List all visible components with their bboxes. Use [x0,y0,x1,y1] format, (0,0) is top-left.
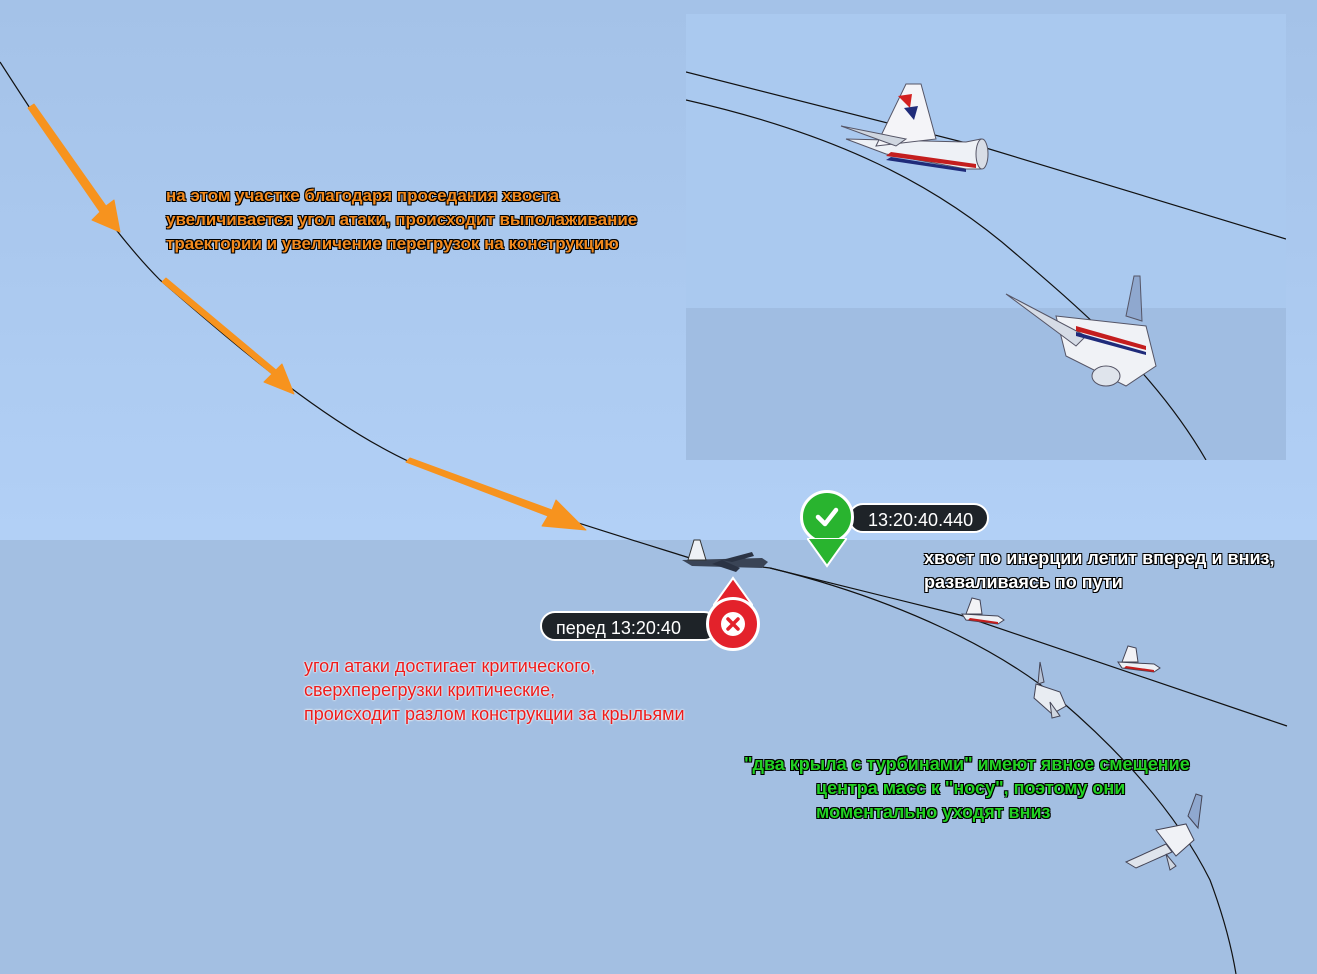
tail-fragment-icon-2 [1117,645,1161,673]
inset-panel [686,14,1286,460]
caption-orange-line-1: на этом участке благодаря проседания хво… [166,186,560,205]
airplane-breakup-icon [682,539,768,572]
caption-orange-line-3: траектории и увеличение перегрузок на ко… [166,234,619,253]
success-marker-pin [807,538,847,568]
time-label-success: 13:20:40.440 [848,503,990,533]
caption-white: хвост по инерции летит вперед и вниз, ра… [924,546,1275,594]
caption-red: угол атаки достигает критического, сверх… [304,654,685,726]
caption-white-line-1: хвост по инерции летит вперед и вниз, [924,548,1275,568]
caption-green: "два крыла с турбинами" имеют явное смещ… [744,752,1190,824]
caption-green-line-2: центра масс к "носу", поэтому они [816,778,1126,798]
caption-white-line-2: разваливаясь по пути [924,572,1123,592]
orange-arrow-1 [27,103,121,233]
caption-orange: на этом участке благодаря проседания хво… [166,184,637,256]
caption-green-line-1: "два крыла с турбинами" имеют явное смещ… [744,754,1190,774]
x-icon [721,612,745,636]
wing-fragment-icon-2 [1124,793,1203,871]
wing-fragment-icon-1 [1033,661,1067,719]
error-marker [706,597,760,651]
caption-red-line-3: происходит разлом конструкции за крыльям… [304,704,685,724]
check-icon [815,507,839,527]
time-label-before: перед 13:20:40 [540,611,719,641]
caption-green-line-3: моментально уходят вниз [816,802,1051,822]
wing-fall-trajectory [769,567,1237,974]
caption-orange-line-2: увеличивается угол атаки, происходит вып… [166,210,638,229]
tail-fragment-icon-1 [961,597,1005,625]
inset-drawing [686,71,1286,460]
inset-sky-lower [686,308,1286,460]
inset-wing-trajectory [686,99,1207,460]
caption-red-line-2: сверхперегрузки критические, [304,680,556,700]
orange-arrow-3 [405,457,587,531]
success-marker [800,490,854,544]
inset-tail-section-icon [840,83,989,172]
orange-arrow-2 [161,277,295,395]
caption-red-line-1: угол атаки достигает критического, [304,656,596,676]
inset-wing-section-icon [1005,275,1157,387]
